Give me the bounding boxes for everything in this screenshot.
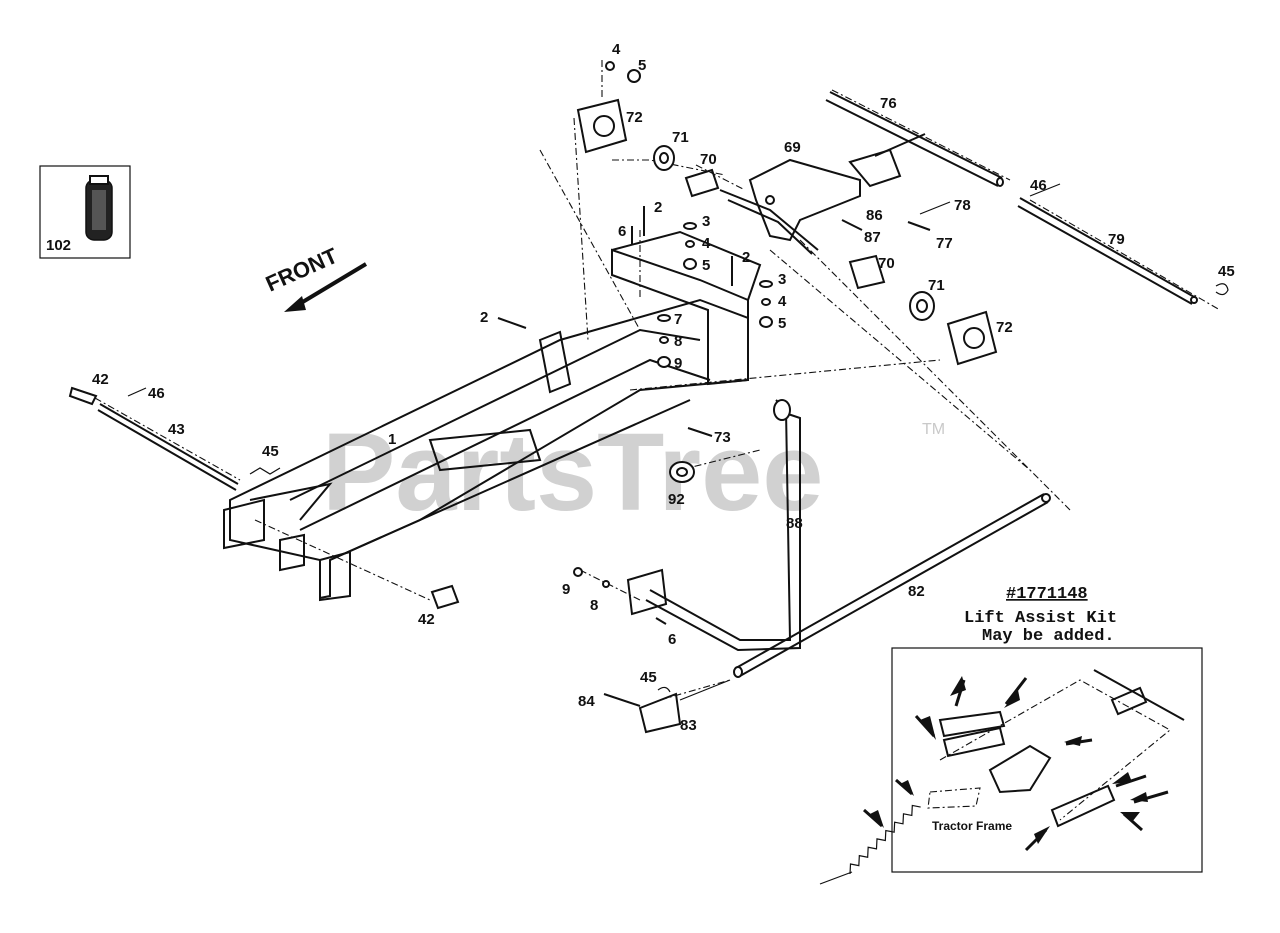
callout-3-b: 3 bbox=[778, 271, 786, 288]
callout-5-top: 5 bbox=[638, 57, 646, 74]
callout-71-bottom: 71 bbox=[928, 277, 945, 294]
hardware-center[interactable]: 7 8 9 bbox=[657, 311, 682, 372]
callout-84: 84 bbox=[578, 693, 595, 710]
lift-handle-88[interactable]: 88 bbox=[626, 399, 803, 652]
callout-8-a: 8 bbox=[674, 333, 682, 350]
callout-88: 88 bbox=[786, 515, 803, 532]
spacer-70-upper[interactable]: 70 bbox=[684, 151, 720, 198]
watermark: PartsTree TM bbox=[322, 411, 945, 534]
callout-2-b: 2 bbox=[742, 249, 750, 266]
rod-79[interactable]: 46 79 45 bbox=[1017, 177, 1235, 305]
hardware-upper-left[interactable]: 2 6 3 4 5 bbox=[618, 199, 711, 274]
callout-45-bottom: 45 bbox=[640, 669, 657, 686]
bolt-73[interactable]: 73 bbox=[687, 427, 731, 446]
bushing-71-lower[interactable]: 71 bbox=[909, 277, 945, 321]
callout-82: 82 bbox=[908, 583, 925, 600]
lift-shaft-69[interactable]: 69 bbox=[719, 139, 902, 255]
callout-46-left: 46 bbox=[148, 385, 165, 402]
bracket-72-right[interactable]: 72 bbox=[946, 310, 1013, 366]
callout-7: 7 bbox=[674, 311, 682, 328]
callout-72-top: 72 bbox=[626, 109, 643, 126]
callout-70-top: 70 bbox=[700, 151, 717, 168]
front-label: FRONT bbox=[262, 243, 342, 297]
rod-76[interactable]: 76 bbox=[825, 91, 1004, 187]
bracket-72-left[interactable]: 4 5 72 bbox=[576, 41, 646, 154]
callout-70-bottom: 70 bbox=[878, 255, 895, 272]
kit-title-line1: Lift Assist Kit bbox=[964, 609, 1117, 628]
bolt-2-left[interactable]: 2 bbox=[480, 309, 527, 329]
front-direction-arrow: FRONT bbox=[262, 243, 368, 312]
clevis-83[interactable]: 84 45 83 bbox=[578, 669, 731, 734]
callout-6-b: 6 bbox=[668, 631, 676, 648]
hardware-handle[interactable]: 9 8 6 bbox=[562, 567, 676, 648]
callout-45-right: 45 bbox=[1218, 263, 1235, 280]
callout-4-top: 4 bbox=[612, 41, 621, 58]
lift-assist-kit-inset[interactable]: Tractor Frame bbox=[819, 647, 1203, 885]
callout-4-b: 4 bbox=[778, 293, 787, 310]
callout-3-a: 3 bbox=[702, 213, 710, 230]
callout-78: 78 bbox=[954, 197, 971, 214]
callout-2-a: 2 bbox=[654, 199, 662, 216]
hardware-upper-right[interactable]: 2 3 4 5 bbox=[731, 249, 787, 332]
callout-76: 76 bbox=[880, 95, 897, 112]
bolt-86-87[interactable]: 86 87 bbox=[841, 207, 883, 246]
part-102-box[interactable]: 102 bbox=[39, 165, 131, 259]
callout-102: 102 bbox=[46, 237, 71, 254]
callout-2-c: 2 bbox=[480, 309, 488, 326]
lift-assist-kit-header: #1771148 Lift Assist Kit May be added. bbox=[964, 585, 1117, 646]
callout-1: 1 bbox=[388, 431, 396, 448]
callout-5-b: 5 bbox=[778, 315, 786, 332]
callout-79: 79 bbox=[1108, 231, 1125, 248]
callout-46-right: 46 bbox=[1030, 177, 1047, 194]
callout-5-a: 5 bbox=[702, 257, 710, 274]
callout-72-bottom: 72 bbox=[996, 319, 1013, 336]
knob-92[interactable]: 92 bbox=[668, 461, 695, 508]
bushing-71-upper[interactable]: 71 bbox=[653, 129, 689, 171]
callout-6-a: 6 bbox=[618, 223, 626, 240]
spacer-70-lower[interactable]: 70 bbox=[848, 254, 895, 290]
tractor-frame-label: Tractor Frame bbox=[932, 819, 1012, 833]
watermark-trademark: TM bbox=[922, 421, 945, 438]
callout-8-b: 8 bbox=[590, 597, 598, 614]
main-frame-part-1[interactable]: 1 bbox=[223, 230, 762, 602]
callout-4-a: 4 bbox=[702, 235, 711, 252]
rod-43[interactable]: 42 46 43 45 bbox=[68, 371, 281, 491]
callout-86: 86 bbox=[866, 207, 883, 224]
callout-87: 87 bbox=[864, 229, 881, 246]
callout-9-b: 9 bbox=[562, 581, 570, 598]
callout-9-a: 9 bbox=[674, 355, 682, 372]
callout-73: 73 bbox=[714, 429, 731, 446]
callout-83: 83 bbox=[680, 717, 697, 734]
callout-45-left: 45 bbox=[262, 443, 279, 460]
callout-42-bottom: 42 bbox=[418, 611, 435, 628]
bushing-42-lower[interactable]: 42 bbox=[418, 584, 460, 628]
kit-part-number: #1771148 bbox=[1006, 585, 1088, 604]
callout-43: 43 bbox=[168, 421, 185, 438]
rod-82[interactable]: 82 bbox=[733, 493, 1051, 678]
callout-42-left: 42 bbox=[92, 371, 109, 388]
watermark-text: PartsTree bbox=[322, 411, 823, 534]
kit-title-line2: May be added. bbox=[982, 627, 1115, 646]
pin-77-78[interactable]: 78 77 bbox=[907, 197, 971, 252]
callout-77: 77 bbox=[936, 235, 953, 252]
callout-71-top: 71 bbox=[672, 129, 689, 146]
reference-lines bbox=[94, 60, 1221, 701]
callout-92: 92 bbox=[668, 491, 685, 508]
callout-69: 69 bbox=[784, 139, 801, 156]
